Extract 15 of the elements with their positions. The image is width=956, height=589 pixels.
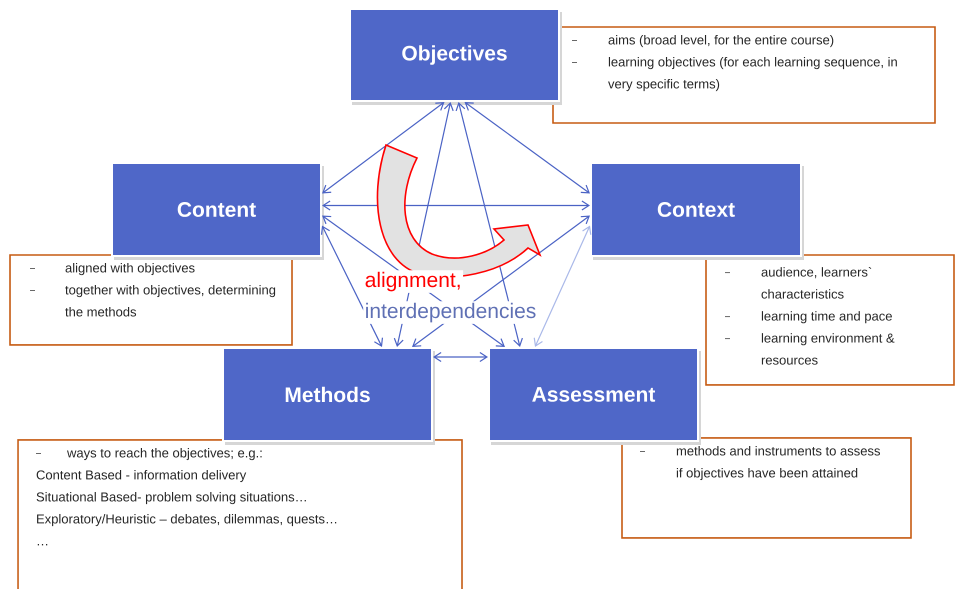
arrow <box>433 352 488 362</box>
topic-box: Content <box>111 162 324 260</box>
arrow <box>320 226 384 347</box>
topic-box: Context <box>590 162 804 260</box>
topic-box: Objectives <box>349 8 562 105</box>
topic-box: Assessment <box>488 346 701 445</box>
caption-text: interdependencies <box>363 301 538 324</box>
note-box: methods and instruments to assess if objectives have been attained <box>621 437 912 539</box>
note-box: aims (broad level, for the entire course) learning objectives (for each learning sequence, in very specific terms) <box>552 26 936 124</box>
arrow <box>322 102 444 194</box>
arrow <box>534 225 592 347</box>
caption-text: alignment, <box>363 270 464 293</box>
arrow <box>464 102 590 194</box>
arrow <box>322 200 590 210</box>
topic-box: Methods <box>222 346 435 445</box>
